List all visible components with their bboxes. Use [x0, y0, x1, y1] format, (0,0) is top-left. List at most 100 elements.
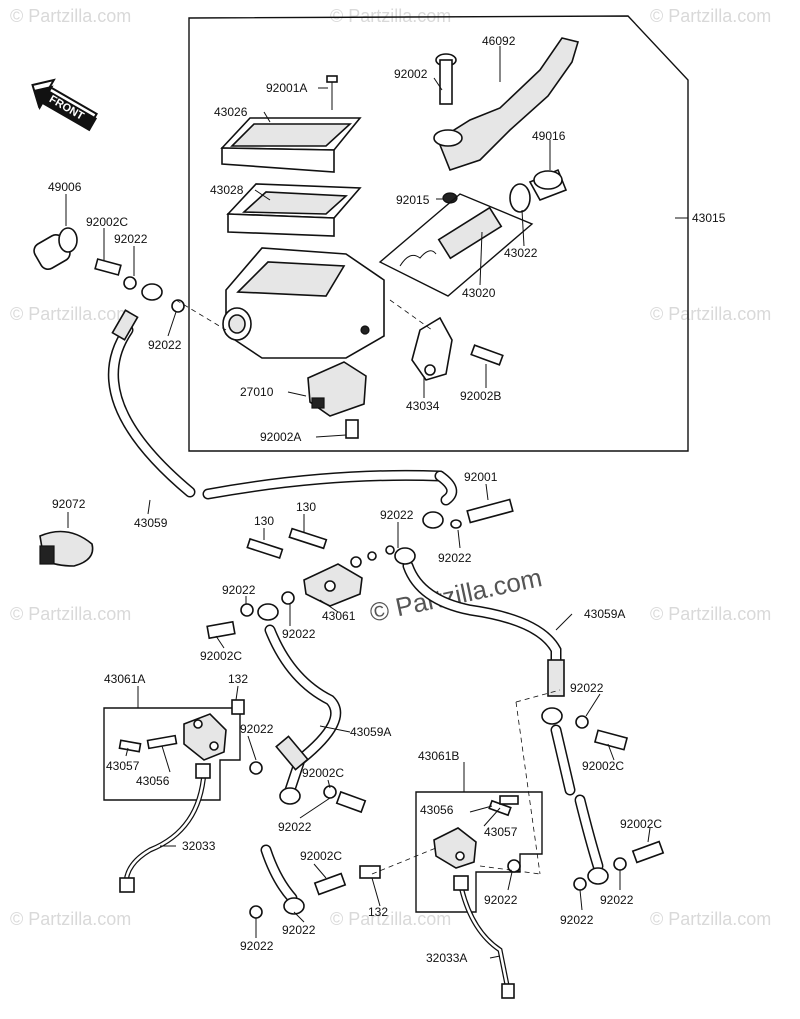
- banjo-bolt: [335, 790, 367, 814]
- banjo-bolt-joint: [450, 498, 514, 529]
- watermark-text: © Partzilla.com: [10, 6, 131, 26]
- reservoir-diaphragm: [226, 183, 362, 237]
- part-label-43015: 43015: [692, 211, 726, 225]
- hose-fitting: [111, 309, 444, 529]
- guide-lines: [175, 299, 561, 875]
- part-label-49016: 49016: [532, 129, 566, 143]
- sealing-washer: [575, 715, 589, 729]
- part-label-92002C: 92002C: [300, 849, 342, 863]
- part-label-130: 130: [296, 500, 316, 514]
- part-label-49006: 49006: [48, 180, 82, 194]
- joint-assembly-box-a: [103, 707, 241, 801]
- part-label-32033A: 32033A: [426, 951, 467, 965]
- part-label-92022: 92022: [570, 681, 604, 695]
- sealing-washer: [249, 905, 263, 919]
- brake-joint-a: [183, 699, 245, 761]
- switch-screw: [345, 419, 359, 439]
- watermark-text: © Partzilla.com: [650, 304, 771, 324]
- part-label-92022: 92022: [240, 939, 274, 953]
- part-label-92022: 92022: [484, 893, 518, 907]
- brake-lever: [433, 37, 580, 171]
- brake-hose-left: [257, 603, 342, 805]
- banjo-bolt: [206, 620, 236, 640]
- part-label-92001A: 92001A: [266, 81, 307, 95]
- part-label-43061B: 43061B: [418, 749, 459, 763]
- part-label-92002A: 92002A: [260, 430, 301, 444]
- brake-pipe-left: [119, 763, 211, 893]
- sealing-washer: [123, 276, 137, 290]
- part-label-92022: 92022: [560, 913, 594, 927]
- hose-clamp: [39, 530, 94, 567]
- banjo-fitting: [141, 283, 163, 301]
- piston-boot: [528, 168, 568, 201]
- piston-kit-box: [378, 193, 534, 297]
- part-label-92002C: 92002C: [620, 817, 662, 831]
- brake-joint-block: [303, 545, 395, 607]
- part-label-132: 132: [368, 905, 388, 919]
- part-label-92001: 92001: [464, 470, 498, 484]
- part-label-43022: 43022: [504, 246, 538, 260]
- part-label-92015: 92015: [396, 193, 430, 207]
- part-label-92022: 92022: [600, 893, 634, 907]
- part-label-92002: 92002: [394, 67, 428, 81]
- part-label-92022: 92022: [380, 508, 414, 522]
- joint-screws: [246, 527, 328, 560]
- part-label-43059A: 43059A: [584, 607, 625, 621]
- brake-hose-lower-right: [541, 707, 609, 885]
- part-label-92022: 92022: [282, 627, 316, 641]
- part-label-92022: 92022: [222, 583, 256, 597]
- bleeder-valve-b: [488, 795, 519, 817]
- part-label-92022: 92022: [438, 551, 472, 565]
- banjo-bolt: [94, 258, 122, 276]
- watermark-text: © Partzilla.com: [10, 604, 131, 624]
- watermark-text: © Partzilla.com: [10, 304, 131, 324]
- banjo-bolt: [313, 872, 347, 896]
- front-arrow-icon: FRONT: [31, 78, 98, 132]
- part-label-92002C: 92002C: [86, 215, 128, 229]
- watermark-text: © Partzilla.com: [650, 604, 771, 624]
- part-label-46092: 46092: [482, 34, 516, 48]
- part-label-43061: 43061: [322, 609, 356, 623]
- piston-assembly: [399, 206, 503, 267]
- watermark-text: © Partzilla.com: [10, 909, 131, 929]
- part-label-43059: 43059: [134, 516, 168, 530]
- sealing-washer: [507, 859, 521, 873]
- lever-pivot-bolt: [435, 53, 457, 105]
- brake-light-switch: [307, 361, 367, 417]
- part-label-92072: 92072: [52, 497, 86, 511]
- brake-hose-main: [108, 324, 458, 506]
- clamp-bolt: [470, 344, 504, 366]
- brake-pipe-right: [453, 875, 515, 999]
- banjo-cap: [33, 227, 78, 270]
- lever-clamp: [411, 316, 453, 381]
- sealing-washer: [249, 761, 263, 775]
- watermark-text: © Partzilla.com: [650, 6, 771, 26]
- part-label-92022: 92022: [282, 923, 316, 937]
- part-label-92022: 92022: [148, 338, 182, 352]
- reservoir-screw: [326, 75, 338, 110]
- part-label-43061A: 43061A: [104, 672, 145, 686]
- circlip-ring: [509, 183, 531, 213]
- brake-hose-lower-left: [260, 844, 305, 915]
- leader-lines: [65, 46, 688, 959]
- banjo-bolt: [593, 729, 629, 751]
- part-label-92002C: 92002C: [302, 766, 344, 780]
- watermark-text: © Partzilla.com: [330, 6, 451, 26]
- part-label-92022: 92022: [278, 820, 312, 834]
- part-label-27010: 27010: [240, 385, 274, 399]
- part-label-32033: 32033: [182, 839, 216, 853]
- part-label-43056: 43056: [420, 803, 454, 817]
- part-label-92002C: 92002C: [200, 649, 242, 663]
- sealing-washer: [613, 857, 627, 871]
- part-label-92002B: 92002B: [460, 389, 501, 403]
- part-label-43026: 43026: [214, 105, 248, 119]
- master-cylinder-assembly-box: [188, 15, 689, 452]
- bleeder-valve-a: [118, 734, 178, 753]
- part-label-130: 130: [254, 514, 274, 528]
- part-labels: 46092 92002 92001A 43026 43028 49016 920…: [48, 34, 726, 965]
- part-label-43028: 43028: [210, 183, 244, 197]
- joint-assembly-box-b: [415, 791, 543, 913]
- part-label-43057: 43057: [484, 825, 518, 839]
- part-label-43034: 43034: [406, 399, 440, 413]
- part-label-132: 132: [228, 672, 248, 686]
